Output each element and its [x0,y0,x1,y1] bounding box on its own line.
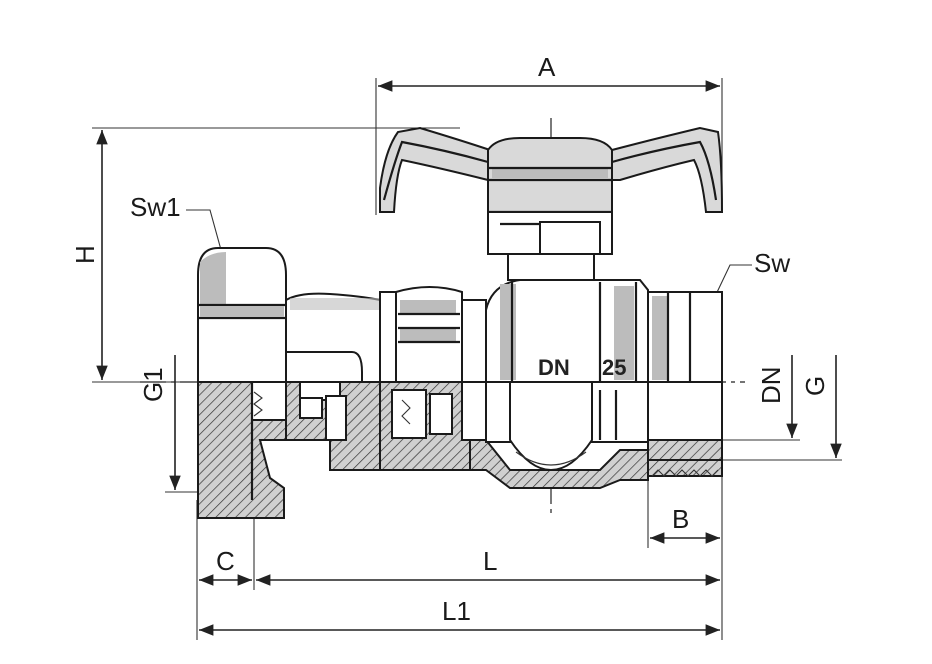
dimension-lines [92,78,842,640]
butterfly-handle [379,126,724,281]
label-sw: Sw [754,248,790,278]
label-sw1: Sw1 [130,192,181,222]
label-l: L [483,546,497,576]
label-g: G [800,376,830,396]
label-dn: DN [756,366,786,404]
label-g1: G1 [138,367,168,402]
union-nut-sw1 [197,247,301,519]
body-marking-dn: DN [538,355,570,380]
label-c: C [216,546,235,576]
label-b: B [672,504,689,534]
right-hex-end-sw [647,291,723,477]
dimension-labels: A Sw1 Sw L C L1 B H G1 DN G [70,52,830,626]
valve-body: DN 25 [469,279,649,489]
tail-piece [285,292,381,471]
label-l1: L1 [442,596,471,626]
label-a: A [538,52,556,82]
label-h: H [70,245,100,264]
middle-coupling [379,286,487,471]
body-marking-size: 25 [602,355,626,380]
